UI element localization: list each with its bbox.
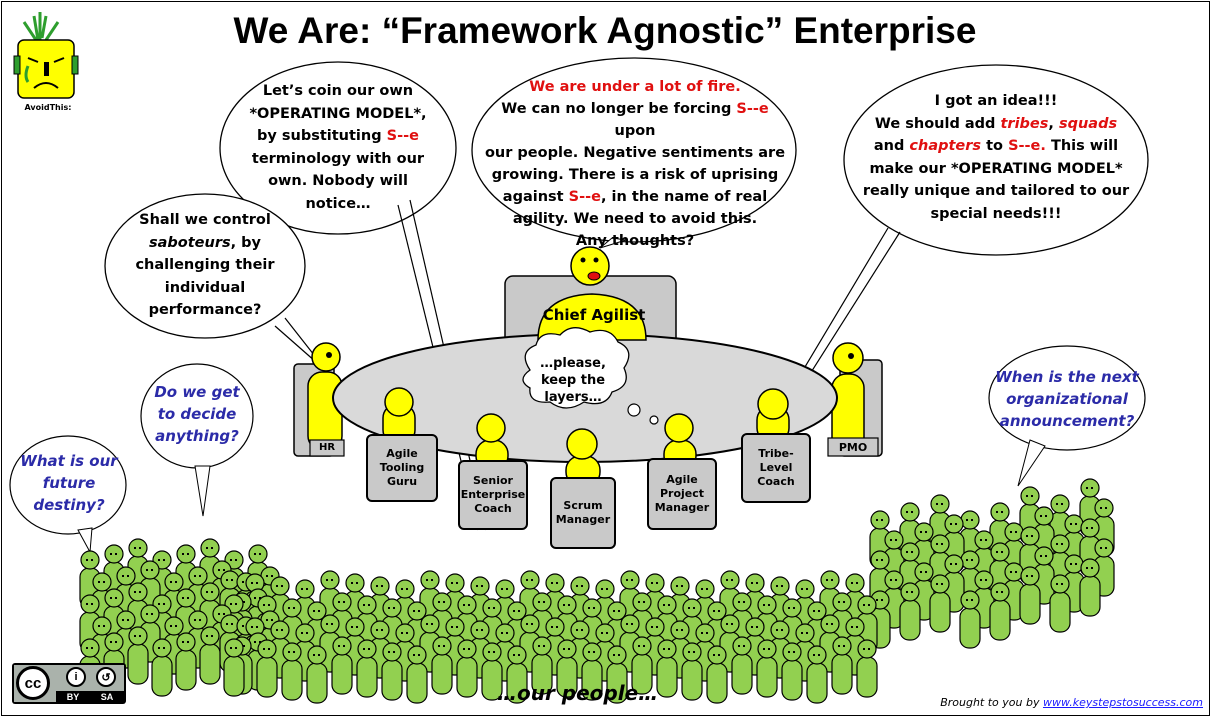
- crowd-person: [431, 636, 453, 695]
- thought-bubble-text: …please, keep the layers…: [540, 356, 606, 405]
- pmo-label: PMO: [838, 441, 868, 454]
- share-alike-icon: ↺: [96, 667, 116, 687]
- crowd-person: [781, 642, 803, 701]
- logo-caption: AvoidThis:: [24, 103, 72, 112]
- crowd-person: [356, 639, 378, 698]
- crowd-person: [127, 626, 149, 685]
- crowd-person: [806, 645, 828, 704]
- hr-speech-text: Shall we control saboteurs, by challengi…: [135, 212, 275, 318]
- crowd-person: [223, 638, 245, 697]
- attribution-icon: i: [66, 667, 86, 687]
- footer-credit: Brought to you by www.keystepstosuccess.…: [940, 696, 1203, 709]
- crowd-person: [199, 626, 221, 685]
- crowd-person: [175, 632, 197, 691]
- crowd-person: [943, 554, 965, 613]
- crowd-person: [256, 639, 278, 698]
- crowd-person: [856, 639, 878, 698]
- crowd-person: [606, 645, 628, 704]
- crowd-person: [331, 636, 353, 695]
- cc-logo: cc: [16, 666, 50, 700]
- crowd-person: [959, 590, 981, 649]
- license-sa: SA: [100, 691, 114, 702]
- crowd-person: [151, 638, 173, 697]
- crowd-person: [831, 636, 853, 695]
- chief-speech-text: We are under a lot of fire. We can no lo…: [484, 79, 786, 249]
- chief-agilist-figure: [537, 246, 647, 341]
- crowd-person: [556, 639, 578, 698]
- crowd-person: [406, 645, 428, 704]
- license-by: BY: [66, 691, 80, 702]
- crowd-question-future: What is our future destiny?: [20, 452, 118, 514]
- crowd-person: [381, 642, 403, 701]
- tribe-coach-speech-text: I got an idea!!! We should add tribes, s…: [862, 93, 1130, 222]
- senior-coach-speech-text: Let’s coin our own *OPERATING MODEL*, by…: [249, 83, 427, 212]
- thought-bubble: [522, 327, 659, 425]
- crowd-person: [506, 645, 528, 704]
- crowd-of-people: [79, 478, 1115, 704]
- crowd-person: [1049, 574, 1071, 633]
- crowd-person: [731, 636, 753, 695]
- hr-speech-bubble: [104, 193, 306, 339]
- crowd-person: [706, 645, 728, 704]
- footer-link[interactable]: www.keystepstosuccess.com: [1042, 696, 1203, 709]
- crowd-person: [756, 639, 778, 698]
- crowd-person: [1019, 566, 1041, 625]
- pmo-figure: [831, 342, 865, 453]
- crowd-person: [929, 574, 951, 633]
- crowd-person: [631, 636, 653, 695]
- tribe-coach-speech-bubble: [843, 64, 1149, 256]
- avoid-this-mascot-icon: [13, 12, 79, 99]
- crowd-speech-bubble-left-2: [140, 363, 254, 517]
- crowd-person: [681, 642, 703, 701]
- crowd-person: [899, 582, 921, 641]
- creative-commons-by-sa-icon[interactable]: cc i ↺ BY SA: [12, 663, 126, 704]
- crowd-person: [1079, 558, 1101, 617]
- crowd-person: [306, 645, 328, 704]
- senior-coach-speech-bubble: [219, 61, 457, 235]
- crowd-person: [481, 642, 503, 701]
- crowd-person: [989, 582, 1011, 641]
- crowd-speech-bubble-right: [988, 345, 1146, 487]
- crowd-speech-bubble-left-1: [9, 435, 127, 554]
- crowd-caption: …our people…: [497, 681, 659, 705]
- crowd-question-announcement: When is the next organizational announce…: [995, 368, 1139, 430]
- hr-label: HR: [318, 442, 336, 453]
- page-title: We Are: “Framework Agnostic” Enterprise: [233, 10, 977, 51]
- crowd-question-decide: Do we get to decide anything?: [154, 383, 240, 445]
- crowd-person: [656, 639, 678, 698]
- crowd-person: [531, 636, 553, 695]
- crowd-person: [456, 639, 478, 698]
- chief-agilist-label: Chief Agilist: [542, 306, 646, 324]
- crowd-person: [281, 642, 303, 701]
- chief-speech-bubble: [471, 57, 797, 249]
- crowd-person: [581, 642, 603, 701]
